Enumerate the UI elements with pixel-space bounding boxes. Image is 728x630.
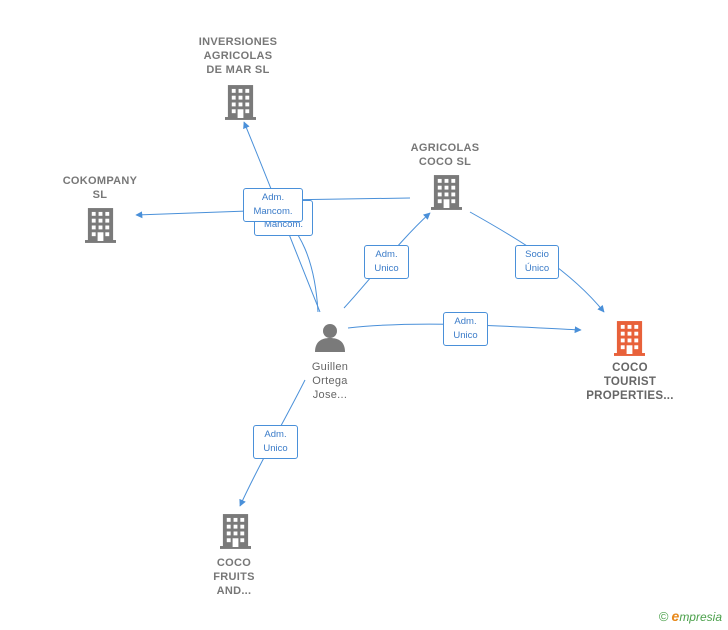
node-label-person[interactable]: Guillen Ortega Jose...: [311, 361, 349, 401]
person-icon[interactable]: [315, 324, 345, 352]
edge-label-socio-unico[interactable]: Socio Único: [515, 245, 559, 279]
building-icon-inversiones[interactable]: [225, 85, 256, 120]
building-icon-coco-fruits[interactable]: [220, 514, 251, 549]
building-icon-cokompany[interactable]: [85, 208, 116, 243]
edge-label-adm-mancom[interactable]: Adm. Mancom.: [243, 188, 303, 222]
node-label-agricolas[interactable]: AGRICOLAS COCO SL: [410, 142, 480, 168]
node-label-coco-tourist[interactable]: COCO TOURIST PROPERTIES...: [586, 362, 674, 402]
node-label-inversiones[interactable]: INVERSIONES AGRICOLAS DE MAR SL: [198, 36, 278, 76]
node-label-cokompany[interactable]: COKOMPANY SL: [62, 175, 138, 201]
edge-label-adm-unico-tourist[interactable]: Adm. Unico: [443, 312, 488, 346]
edge-label-adm-unico-agricolas[interactable]: Adm. Unico: [364, 245, 409, 279]
empresia-logo[interactable]: ©empresia: [658, 608, 722, 624]
building-icon-agricolas[interactable]: [431, 175, 462, 210]
edge-label-adm-unico-fruits[interactable]: Adm. Unico: [253, 425, 298, 459]
copyright-icon: ©: [658, 609, 669, 624]
building-icon-coco-tourist[interactable]: [614, 321, 645, 356]
node-label-coco-fruits[interactable]: COCO FRUITS AND...: [213, 557, 255, 597]
